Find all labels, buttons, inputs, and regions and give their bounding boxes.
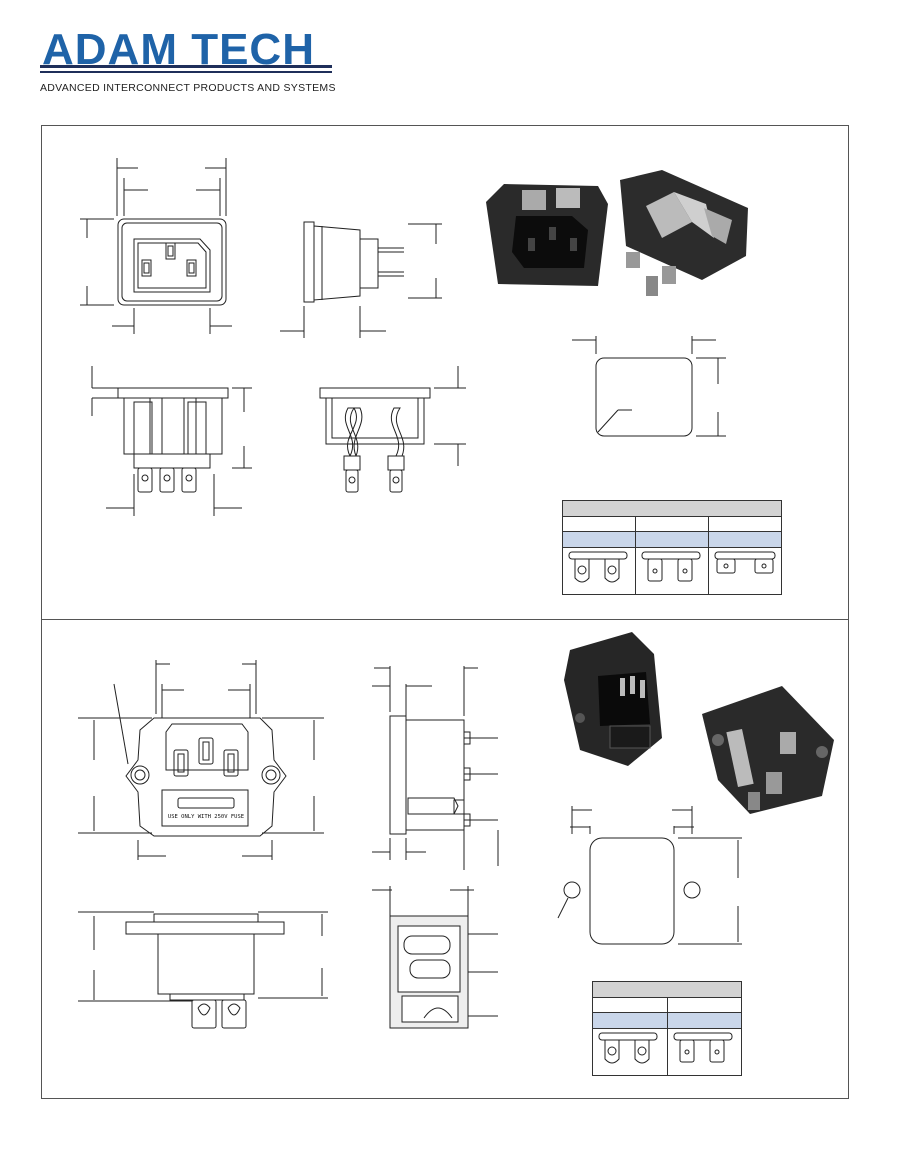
logo-rules <box>40 65 332 73</box>
front-view-drawing <box>80 158 232 334</box>
top-drawings <box>80 158 748 516</box>
terminal-style-1 <box>568 551 628 583</box>
fuse-top-view-drawing <box>78 911 328 1029</box>
product-photo-top <box>486 170 748 296</box>
product-photo-bottom <box>564 632 834 814</box>
product-panel-top <box>41 125 849 620</box>
section-view-drawing <box>319 366 466 493</box>
terminal-table-bottom <box>592 981 742 1076</box>
fuse-panel-cutout-drawing <box>557 806 742 945</box>
terminal-style-2 <box>641 551 701 582</box>
terminal-style-bottom-2 <box>673 1032 732 1063</box>
fuse-front-view-drawing <box>78 660 324 860</box>
fuse-label: USE ONLY WITH 250V FUSE <box>167 814 245 820</box>
side-view-drawing <box>280 221 442 338</box>
bottom-view-drawing <box>91 366 252 516</box>
bottom-drawings <box>78 632 834 1029</box>
terminal-style-bottom-1 <box>598 1032 658 1064</box>
fuse-side-view-drawing <box>372 666 499 870</box>
company-logo: ADAM TECH ADVANCED INTERCONNECT PRODUCTS… <box>38 28 338 98</box>
fuse-section-view-drawing <box>372 886 498 1029</box>
terminal-style-3 <box>714 551 776 574</box>
product-panel-bottom: USE ONLY WITH 250V FUSE <box>41 619 849 1099</box>
panel-cutout-drawing <box>572 336 726 437</box>
brand-name: ADAM TECH <box>42 25 315 74</box>
terminal-table-top <box>562 500 782 595</box>
brand-tagline: ADVANCED INTERCONNECT PRODUCTS AND SYSTE… <box>40 82 336 94</box>
